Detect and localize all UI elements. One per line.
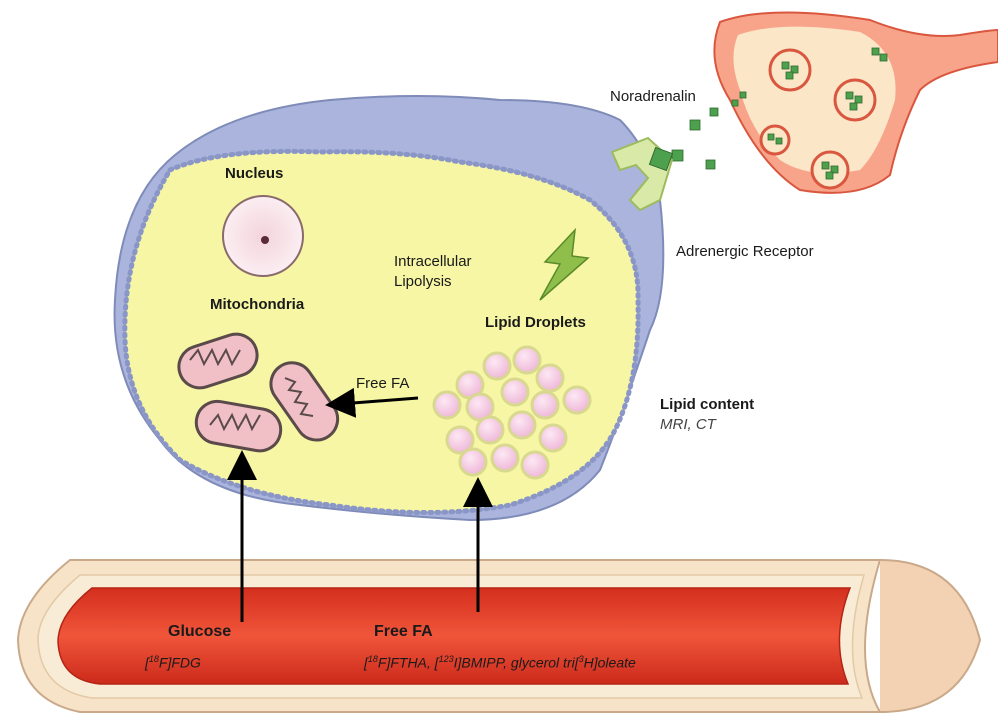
neuron-terminal <box>671 11 998 194</box>
cell-membrane-dots <box>122 148 641 515</box>
glucose-label: Glucose <box>168 623 232 640</box>
mitochondrion-2 <box>194 399 283 453</box>
mitochondria <box>177 332 340 453</box>
free-fa-tracers: [18F]FTHA, [123I]BMIPP, glycerol tri[3H]… <box>364 654 636 671</box>
adrenergic-receptor <box>610 136 674 212</box>
vessel-lumen <box>57 587 852 685</box>
arrow-free-fa-to-mito <box>325 387 419 418</box>
lipid-droplets <box>432 345 592 480</box>
lipolysis-label: Lipolysis <box>394 273 452 290</box>
mitochondrion-3 <box>269 361 340 442</box>
glucose-tracer: [18F]FDG <box>145 654 201 671</box>
blood-vessel <box>16 559 982 713</box>
free-fa-vessel-label: Free FA <box>374 623 433 640</box>
vessel-end <box>879 559 982 713</box>
lipid-content-label: Lipid content <box>660 396 755 413</box>
adrenergic-receptor-label: Adrenergic Receptor <box>676 243 814 260</box>
vesicle-4 <box>759 124 791 156</box>
cytoplasm <box>123 150 640 514</box>
mitochondrion-1 <box>177 332 259 390</box>
intracellular-label: Intracellular <box>394 253 472 270</box>
lipid-droplets-label: Lipid Droplets <box>485 314 586 331</box>
noradrenalin-label: Noradrenalin <box>610 88 696 105</box>
free-fa-inner-label: Free FA <box>356 375 410 392</box>
vesicle-1 <box>768 48 812 92</box>
nucleus <box>222 195 304 277</box>
adipocyte-cell <box>113 95 665 522</box>
mitochondria-label: Mitochondria <box>210 296 305 313</box>
vesicle-3 <box>810 150 850 190</box>
nucleus-label: Nucleus <box>225 165 284 182</box>
lipid-content-methods: MRI, CT <box>660 416 716 433</box>
lightning-icon <box>539 227 590 301</box>
